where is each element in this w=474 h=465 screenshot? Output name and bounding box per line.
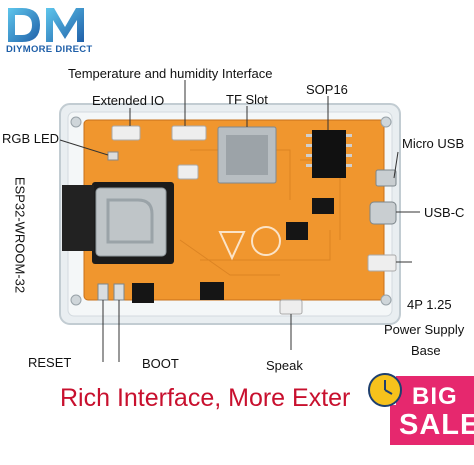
reset-button [97, 283, 109, 301]
label-power-line1: 4P 1.25 [407, 297, 452, 312]
label-usb-c: USB-C [424, 205, 465, 220]
sop16-chip [312, 130, 346, 178]
micro-usb-port [375, 169, 397, 187]
label-micro-usb: Micro USB [402, 136, 465, 151]
power-connector-4p [367, 254, 397, 272]
sale-badge-graphic [368, 373, 474, 445]
esp32-module [92, 182, 174, 264]
speaker-connector [279, 299, 303, 315]
boot-button [113, 283, 125, 301]
esp32-antenna [62, 185, 94, 251]
slogan: Rich Interface, More Exter [60, 384, 351, 412]
label-rgb-led: RGB LED [2, 131, 60, 146]
label-reset: RESET [28, 355, 72, 370]
label-power-line2: Power Supply [384, 322, 465, 337]
dm-logo [8, 8, 84, 42]
brand-name: DIYMORE DIRECT [6, 44, 93, 55]
label-boot: BOOT [142, 356, 179, 371]
label-tf-slot: TF Slot [226, 92, 268, 107]
leader-lines [59, 80, 420, 362]
tf-slot [217, 126, 277, 184]
label-speak: Speak [266, 358, 303, 373]
rgb-led [107, 151, 119, 161]
mounting-holes [70, 116, 392, 306]
label-extended-io: Extended IO [92, 93, 165, 108]
label-temperature-humidity: Temperature and humidity Interface [68, 66, 273, 81]
badge-sale-text: SALE [399, 409, 474, 441]
extended-io-connectors [111, 125, 207, 180]
label-sop16: SOP16 [306, 82, 348, 97]
certification-marks [218, 226, 281, 261]
label-power-line3: Base [411, 343, 441, 358]
label-esp32: ESP32-WROOM-32 [12, 176, 28, 294]
usb-c-port [369, 201, 397, 225]
badge-big-text: BIG [412, 383, 458, 410]
